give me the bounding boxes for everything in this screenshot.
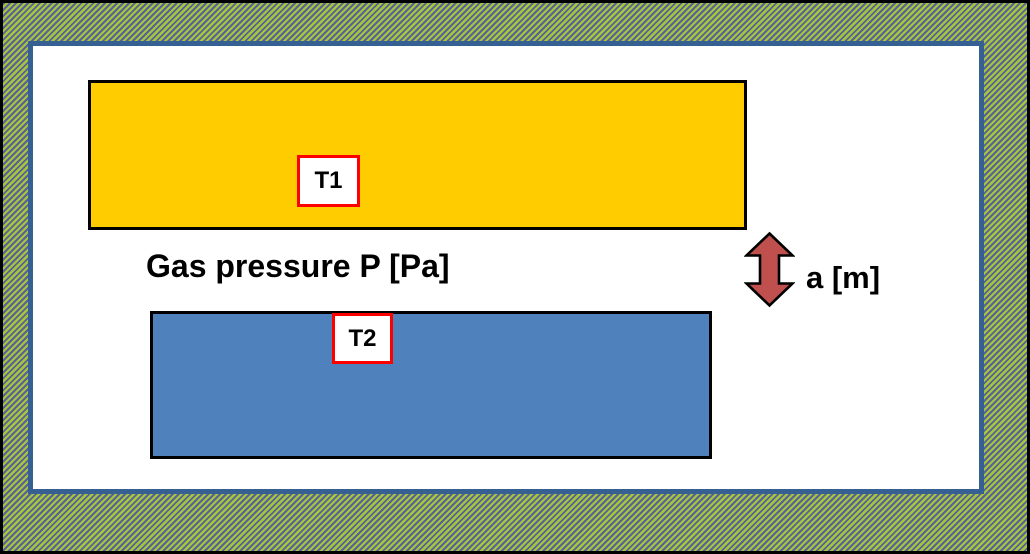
plate-t1-label-box: T1 (297, 155, 360, 207)
gap-distance-label: a [m] (806, 260, 881, 295)
plate-t2-label: T2 (348, 324, 377, 352)
gas-pressure-label: Gas pressure P [Pa] (146, 248, 450, 284)
plate-t2-label-box: T2 (332, 313, 393, 364)
plate-t1-label: T1 (314, 167, 343, 194)
plate-t1 (88, 80, 747, 230)
gap-double-arrow-icon (744, 231, 795, 308)
plate-t2 (150, 311, 712, 459)
